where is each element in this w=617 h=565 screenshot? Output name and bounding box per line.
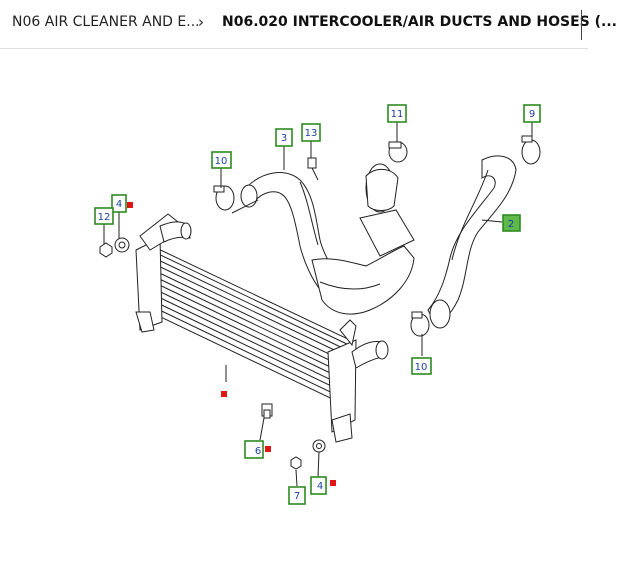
callout-12-label: 12 bbox=[98, 212, 111, 223]
leader-lines bbox=[103, 122, 533, 487]
callout-4-top[interactable]: 4 bbox=[111, 194, 127, 213]
callout-13[interactable]: 13 bbox=[301, 123, 321, 142]
callout-6[interactable]: 6 bbox=[244, 440, 264, 459]
callout-4-top-label: 4 bbox=[116, 199, 122, 210]
callout-6-label: 6 bbox=[255, 446, 261, 457]
callout-2[interactable]: 2 bbox=[502, 214, 521, 232]
callout-3-label: 3 bbox=[281, 133, 287, 144]
callout-10-top-label: 10 bbox=[215, 156, 228, 167]
parts-diagram: 3 13 11 9 2 10 4 12 10 6 7 bbox=[94, 104, 541, 505]
callout-7-label: 7 bbox=[294, 491, 300, 502]
breadcrumb-item-intercooler[interactable]: N06.020 INTERCOOLER/AIR DUCTS AND HOSES … bbox=[222, 14, 617, 30]
sensor-6 bbox=[261, 403, 273, 419]
breadcrumb-item-air-cleaner[interactable]: N06 AIR CLEANER AND E... bbox=[12, 14, 200, 30]
marker-6 bbox=[265, 446, 271, 452]
callout-10-bottom-label: 10 bbox=[415, 362, 428, 373]
callout-13-label: 13 bbox=[305, 128, 318, 139]
divider bbox=[581, 10, 582, 40]
nut-7 bbox=[290, 456, 302, 470]
callout-9-label: 9 bbox=[529, 109, 535, 120]
callout-3[interactable]: 3 bbox=[275, 128, 293, 147]
intercooler-core bbox=[135, 213, 389, 443]
hose-clamp-10-bottom bbox=[410, 311, 430, 337]
callout-12[interactable]: 12 bbox=[94, 207, 114, 225]
marker-4-bottom bbox=[330, 480, 336, 486]
chevron-right-icon: › bbox=[198, 13, 204, 31]
marker-intercooler bbox=[221, 391, 227, 397]
intercooler-hose-right bbox=[427, 155, 517, 329]
callout-7[interactable]: 7 bbox=[288, 486, 306, 505]
callout-10-top[interactable]: 10 bbox=[211, 151, 232, 169]
callout-11[interactable]: 11 bbox=[387, 104, 407, 123]
nut-12 bbox=[99, 242, 113, 258]
bolt-13 bbox=[307, 157, 319, 181]
marker-4-top bbox=[127, 202, 133, 208]
breadcrumb: N06 AIR CLEANER AND E... › N06.020 INTER… bbox=[0, 0, 617, 49]
air-duct-center bbox=[311, 163, 415, 315]
callout-10-bottom[interactable]: 10 bbox=[411, 357, 432, 375]
callout-4-bottom-label: 4 bbox=[317, 481, 323, 492]
callout-2-label: 2 bbox=[508, 219, 514, 230]
hose-clamp-10-top bbox=[213, 185, 235, 211]
grommet-4-bottom bbox=[312, 439, 326, 453]
callout-11-label: 11 bbox=[391, 109, 404, 120]
callout-9[interactable]: 9 bbox=[523, 104, 541, 123]
grommet-4-top bbox=[114, 237, 130, 253]
callout-4-bottom[interactable]: 4 bbox=[310, 476, 327, 495]
hose-clamp-11 bbox=[388, 141, 408, 163]
hose-clamp-9 bbox=[521, 135, 541, 165]
